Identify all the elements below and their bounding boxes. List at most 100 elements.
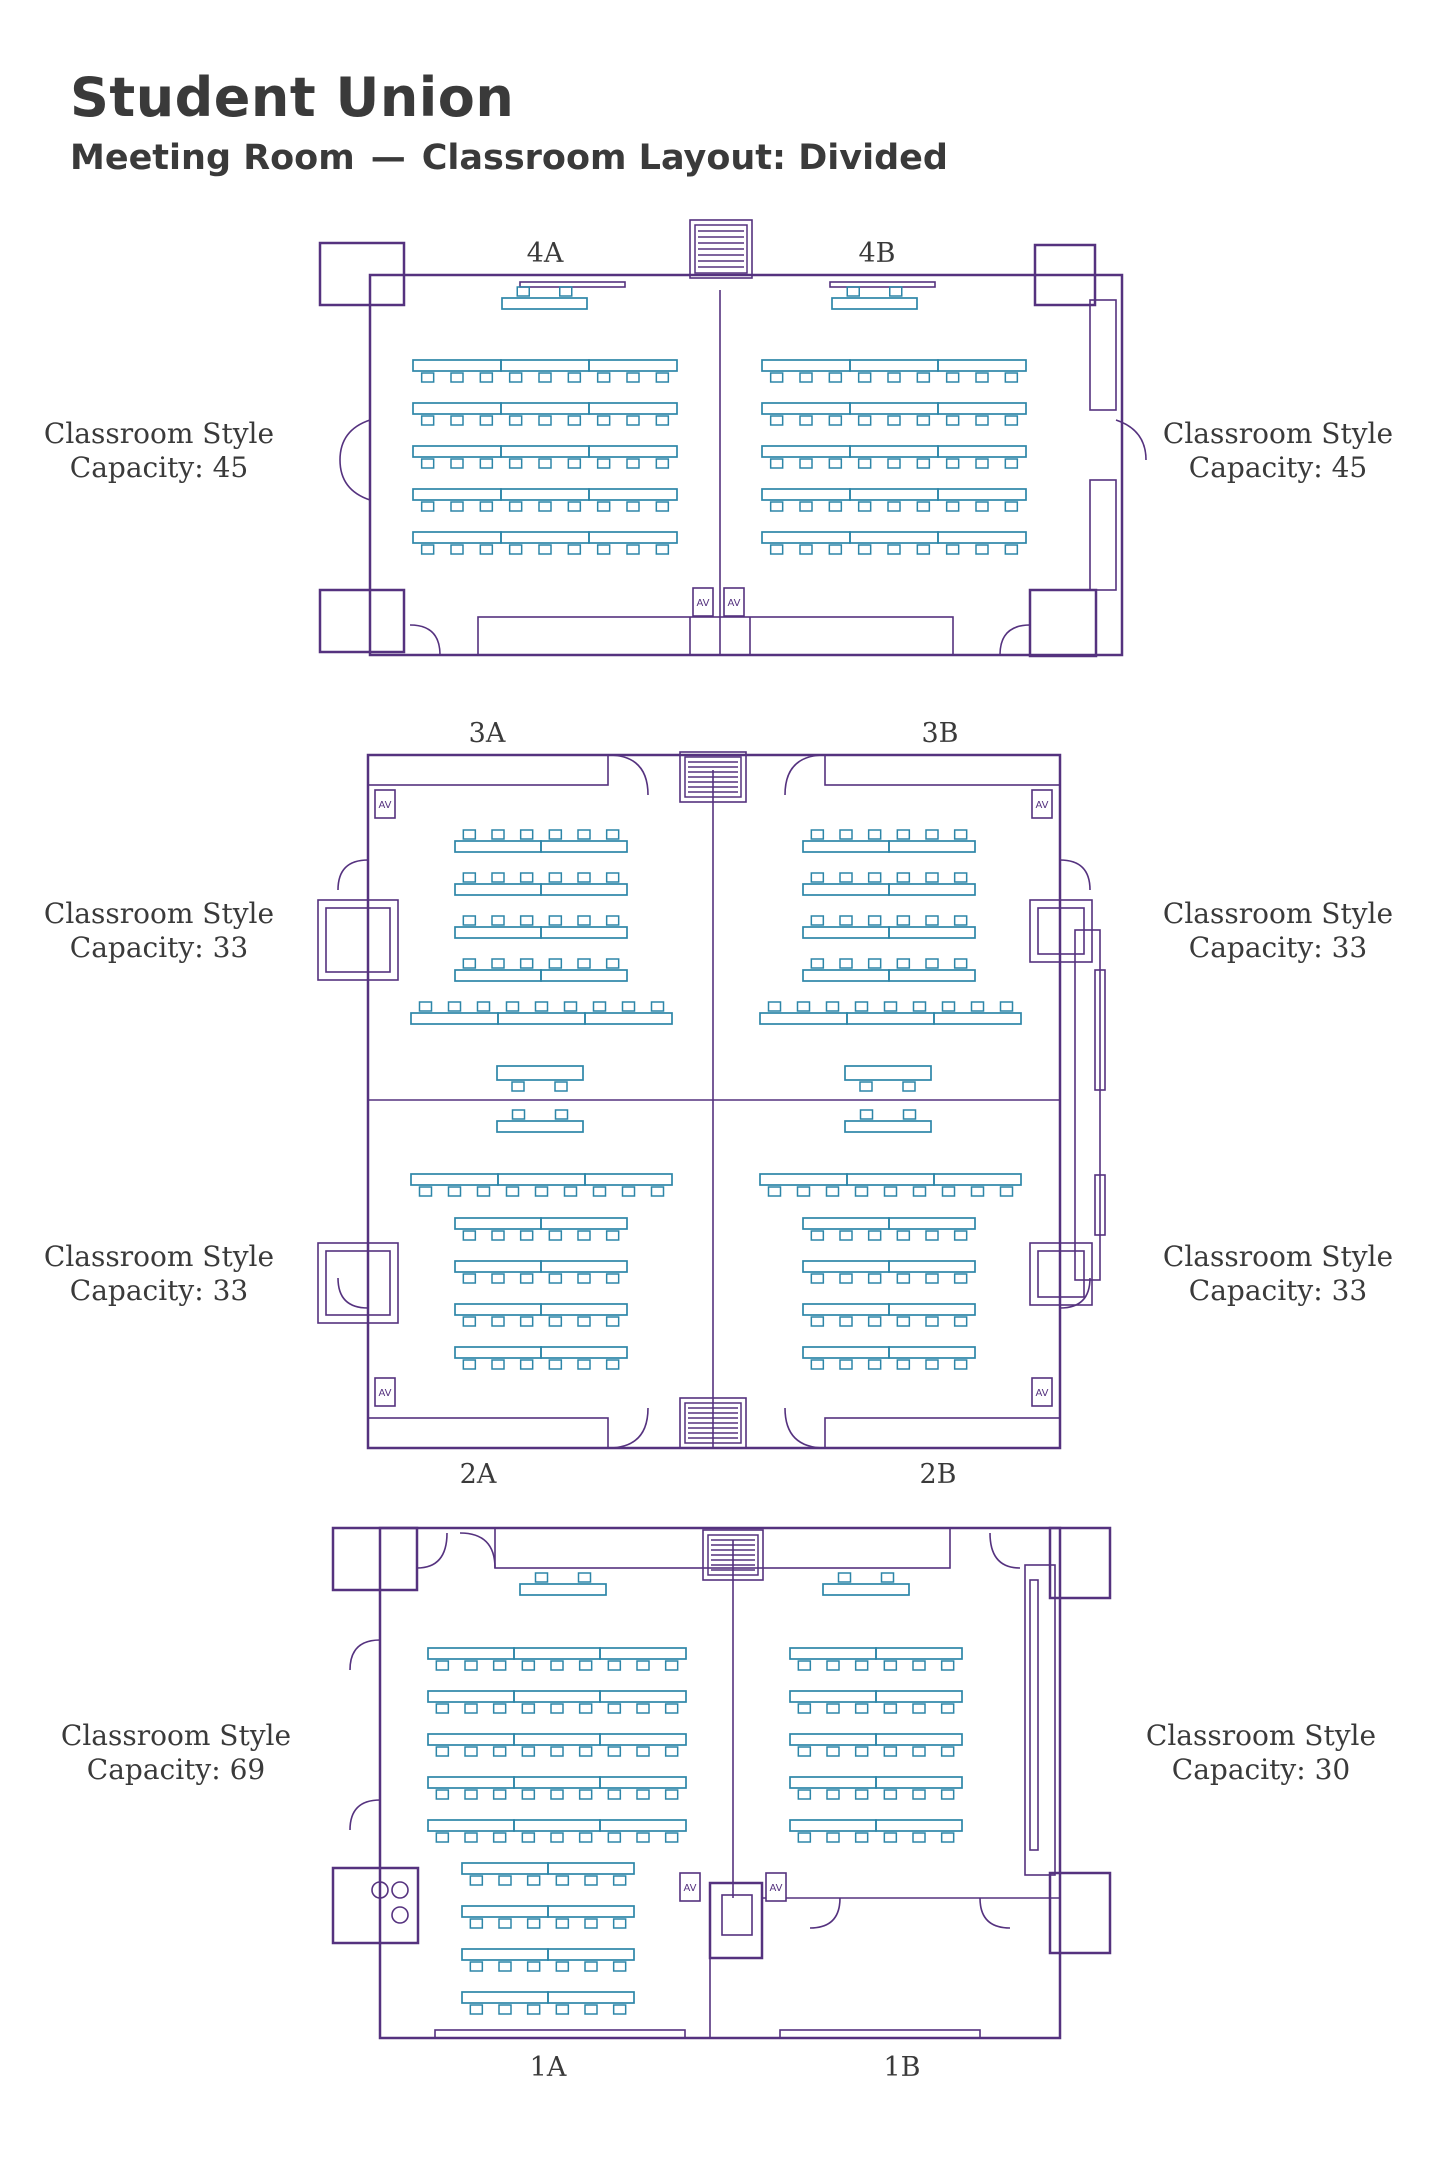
chair bbox=[605, 915, 620, 926]
chair bbox=[857, 415, 872, 426]
table bbox=[454, 883, 542, 896]
column-4-bl bbox=[318, 588, 406, 654]
chair bbox=[854, 1746, 869, 1757]
chair bbox=[605, 1359, 620, 1370]
chair bbox=[664, 1746, 679, 1757]
table bbox=[888, 1303, 976, 1316]
av-label: AV bbox=[696, 598, 709, 609]
chair bbox=[970, 1186, 985, 1197]
chair bbox=[492, 1832, 507, 1843]
room-label-2A: 2A bbox=[460, 1459, 497, 1490]
chair bbox=[902, 1109, 917, 1120]
chair bbox=[567, 415, 582, 426]
chair bbox=[854, 1832, 869, 1843]
chair bbox=[519, 958, 534, 969]
column bbox=[1029, 899, 1093, 963]
table bbox=[802, 1346, 890, 1359]
chair bbox=[519, 829, 534, 840]
table bbox=[599, 1776, 687, 1789]
chair bbox=[526, 1961, 541, 1972]
stair-frame bbox=[702, 1529, 764, 1581]
table bbox=[584, 1012, 673, 1025]
chair bbox=[548, 829, 563, 840]
door-swing-1-top bbox=[989, 1532, 1021, 1569]
table bbox=[888, 883, 976, 896]
table bbox=[789, 1647, 877, 1660]
chair bbox=[810, 1273, 825, 1284]
chair bbox=[612, 1875, 627, 1886]
room-4-outline bbox=[368, 273, 1124, 657]
door-swing-1-bottom bbox=[979, 1897, 1011, 1929]
fixture bbox=[371, 1881, 389, 1899]
chair bbox=[925, 915, 939, 926]
chair bbox=[828, 458, 843, 469]
room-label-1B: 1B bbox=[883, 2052, 920, 2083]
table bbox=[513, 1819, 601, 1832]
chair bbox=[567, 544, 582, 555]
chair bbox=[538, 458, 552, 469]
table bbox=[588, 488, 678, 501]
av-label: AV bbox=[727, 598, 740, 609]
table bbox=[849, 531, 939, 544]
column-1-br bbox=[1048, 1871, 1112, 1955]
av-box bbox=[1031, 789, 1053, 819]
chair bbox=[418, 1186, 433, 1197]
table bbox=[831, 297, 918, 310]
table bbox=[427, 1776, 515, 1789]
table bbox=[888, 1217, 976, 1230]
chair bbox=[1004, 501, 1019, 512]
chair bbox=[469, 1961, 484, 1972]
chair bbox=[550, 1746, 564, 1757]
chair bbox=[883, 1186, 898, 1197]
table bbox=[849, 488, 939, 501]
av-label: AV bbox=[683, 1883, 696, 1894]
chair bbox=[828, 544, 843, 555]
chair bbox=[554, 1081, 568, 1092]
chair bbox=[491, 1273, 505, 1284]
capacity-style-4B: Classroom Style bbox=[1162, 417, 1394, 450]
chair bbox=[605, 1273, 620, 1284]
table bbox=[500, 531, 590, 544]
chair bbox=[578, 1789, 593, 1800]
chair bbox=[577, 1273, 591, 1284]
chair bbox=[769, 415, 784, 426]
corridor-2A bbox=[367, 1417, 609, 1449]
chair bbox=[511, 1109, 526, 1120]
table bbox=[875, 1647, 963, 1660]
chair bbox=[859, 1081, 873, 1092]
table bbox=[461, 1905, 549, 1918]
chair bbox=[953, 1273, 968, 1284]
chair bbox=[857, 501, 872, 512]
stair-inner bbox=[684, 1402, 742, 1444]
chair bbox=[435, 1703, 450, 1714]
corridor-1 bbox=[494, 1527, 951, 1569]
capacity-style-3B: Classroom Style bbox=[1162, 897, 1394, 930]
table bbox=[761, 488, 851, 501]
chair bbox=[462, 958, 477, 969]
chair bbox=[450, 544, 464, 555]
column bbox=[1029, 1242, 1093, 1306]
capacity-4A: Classroom Style Capacity: 45 bbox=[29, 417, 289, 485]
chair bbox=[769, 544, 784, 555]
table bbox=[513, 1647, 601, 1660]
door-swing-2A bbox=[337, 1277, 369, 1309]
table bbox=[454, 969, 542, 982]
chair bbox=[519, 872, 534, 883]
table bbox=[937, 359, 1027, 372]
stair-frame bbox=[679, 751, 747, 803]
chair bbox=[925, 1359, 939, 1370]
table bbox=[540, 840, 628, 853]
table bbox=[454, 1346, 542, 1359]
capacity-value-3B: Capacity: 33 bbox=[1188, 931, 1368, 964]
chair bbox=[846, 286, 860, 297]
chair bbox=[854, 1703, 869, 1714]
chair bbox=[584, 2004, 598, 2015]
chair bbox=[953, 1316, 968, 1327]
table bbox=[500, 402, 590, 415]
chair bbox=[462, 1230, 477, 1241]
door-swing-4-right bbox=[1115, 419, 1147, 461]
closet-4-b bbox=[1089, 479, 1117, 591]
chair bbox=[810, 872, 825, 883]
table bbox=[888, 1346, 976, 1359]
chair bbox=[607, 1746, 622, 1757]
